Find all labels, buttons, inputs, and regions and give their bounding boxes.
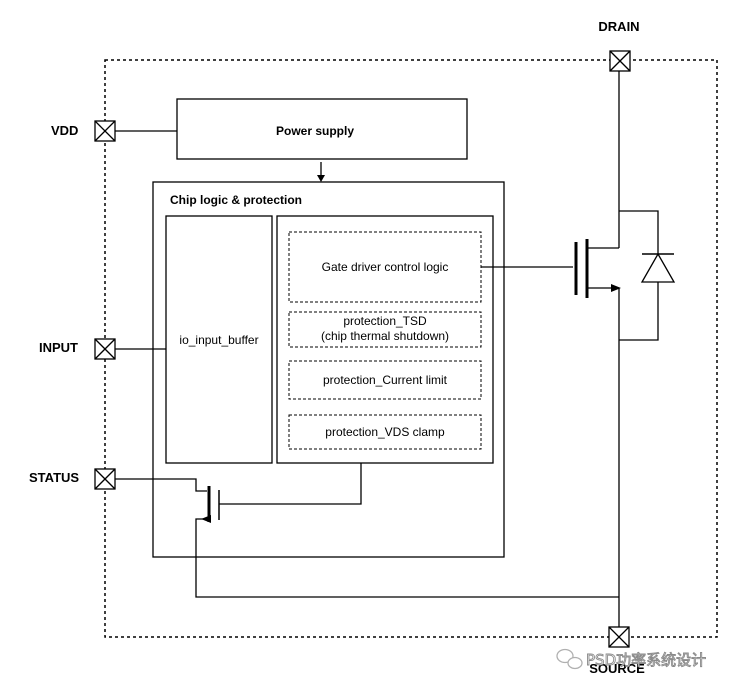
pin-label-input: INPUT	[39, 340, 78, 355]
status-wire	[115, 478, 207, 492]
pin-label-status: STATUS	[29, 470, 79, 485]
vds-clamp-block	[288, 414, 482, 450]
io-input-buffer-label: io_input_buffer	[179, 333, 258, 347]
watermark-text: PSD功率系统设计	[586, 651, 706, 669]
pin-pad-source	[608, 626, 630, 648]
vds-clamp-label: protection_VDS clamp	[325, 425, 445, 439]
pin-label-drain: DRAIN	[598, 19, 639, 34]
tsd-label-line1: protection_TSD	[343, 314, 427, 328]
pin-pad-input	[94, 338, 116, 360]
wechat-icon	[556, 648, 583, 670]
pin-label-source: SOURCE	[589, 661, 645, 676]
tsd-block	[288, 311, 482, 348]
chip-logic-label: Chip logic & protection	[170, 193, 302, 207]
supply-arrow-head	[317, 175, 325, 182]
pin-label-vdd: VDD	[51, 123, 78, 138]
io-input-buffer-block	[165, 215, 273, 464]
pin-pad-status	[94, 468, 116, 490]
status-gate-wire	[219, 463, 362, 505]
body-diode-symbol	[619, 210, 676, 341]
current-limit-label: protection_Current limit	[323, 373, 448, 387]
watermark: PSD功率系统设计	[556, 648, 707, 670]
power-mosfet-symbol	[574, 239, 621, 298]
power-supply-label: Power supply	[276, 124, 354, 138]
tsd-label-line2: (chip thermal shutdown)	[321, 329, 449, 343]
status-source-wire	[195, 518, 619, 598]
protection-container	[276, 215, 494, 464]
power-supply-block	[176, 98, 468, 160]
current-limit-block	[288, 360, 482, 400]
pin-pad-vdd	[94, 120, 116, 142]
gate-driver-label: Gate driver control logic	[322, 260, 449, 274]
pin-pad-drain	[609, 50, 631, 72]
